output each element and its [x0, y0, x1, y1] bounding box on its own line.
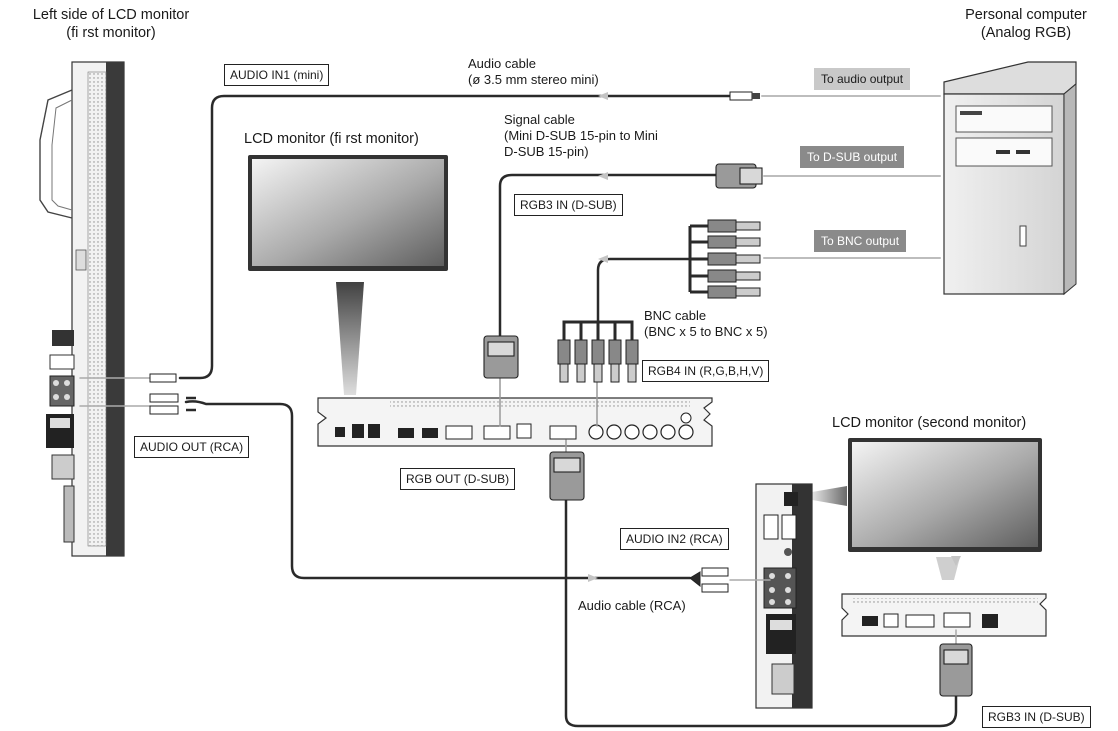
direction-arrows	[588, 92, 961, 582]
audio-mini-cable-label-line1: Audio cable	[468, 56, 536, 71]
audio-mini-cable-label: Audio cable (ø 3.5 mm stereo mini)	[468, 56, 599, 88]
left-side-monitor	[39, 61, 125, 557]
signal-cable-label-line3: D-SUB 15-pin)	[504, 144, 589, 159]
bnc-cable-label-line2: (BNC x 5 to BNC x 5)	[644, 324, 768, 339]
first-monitor-title: LCD monitor (fi rst monitor)	[244, 131, 419, 147]
cables	[79, 94, 958, 728]
audio-mini-plug	[149, 91, 760, 383]
audio-mini-cable-label-line2: (ø 3.5 mm stereo mini)	[468, 72, 599, 87]
rgb4-in-label: RGB4 IN (R,G,B,H,V)	[642, 360, 770, 382]
pc-title-line2: (Analog RGB)	[980, 25, 1072, 41]
bnc-connectors-lower	[557, 320, 639, 383]
pc-title: Personal computer (Analog RGB)	[940, 6, 1112, 42]
audio-rca-cable-label: Audio cable (RCA)	[578, 598, 686, 613]
first-monitor-panel	[317, 397, 713, 447]
personal-computer	[943, 61, 1077, 296]
to-bnc-output-label: To BNC output	[814, 230, 907, 252]
signal-cable-label: Signal cable (Mini D-SUB 15-pin to Mini …	[504, 112, 658, 160]
second-monitor-title: LCD monitor (second monitor)	[832, 415, 1027, 431]
bnc-cable-label-line1: BNC cable	[644, 308, 707, 323]
signal-cable-label-line1: Signal cable	[504, 112, 575, 127]
signal-cable-label-line2: (Mini D-SUB 15-pin to Mini	[504, 128, 658, 143]
second-monitor-side-panel	[755, 483, 813, 709]
audio-in2-label: AUDIO IN2 (RCA)	[620, 528, 729, 550]
left-side-monitor-title-line1: Left side of LCD monitor	[32, 7, 190, 23]
bnc-cable-label: BNC cable (BNC x 5 to BNC x 5)	[644, 308, 768, 340]
rgb3-in-label: RGB3 IN (D-SUB)	[514, 194, 623, 216]
audio-out-label: AUDIO OUT (RCA)	[134, 436, 250, 458]
to-dsub-output-label: To D-SUB output	[800, 146, 905, 168]
pc-title-line1: Personal computer	[965, 7, 1087, 23]
left-side-monitor-title-line2: (fi rst monitor)	[66, 25, 156, 41]
second-monitor-bottom-panel	[841, 593, 1047, 637]
second-monitor	[812, 438, 1042, 580]
left-side-monitor-title: Left side of LCD monitor (fi rst monitor…	[4, 6, 218, 42]
dsub-plugs	[483, 163, 973, 697]
rca-plugs	[149, 393, 729, 593]
to-audio-output-label: To audio output	[814, 68, 911, 90]
first-monitor	[248, 155, 448, 395]
rgb3-in-second-label: RGB3 IN (D-SUB)	[982, 706, 1091, 728]
rgb-out-label: RGB OUT (D-SUB)	[400, 468, 516, 490]
audio-in1-label: AUDIO IN1 (mini)	[224, 64, 330, 86]
bnc-connectors-upper	[688, 219, 761, 299]
